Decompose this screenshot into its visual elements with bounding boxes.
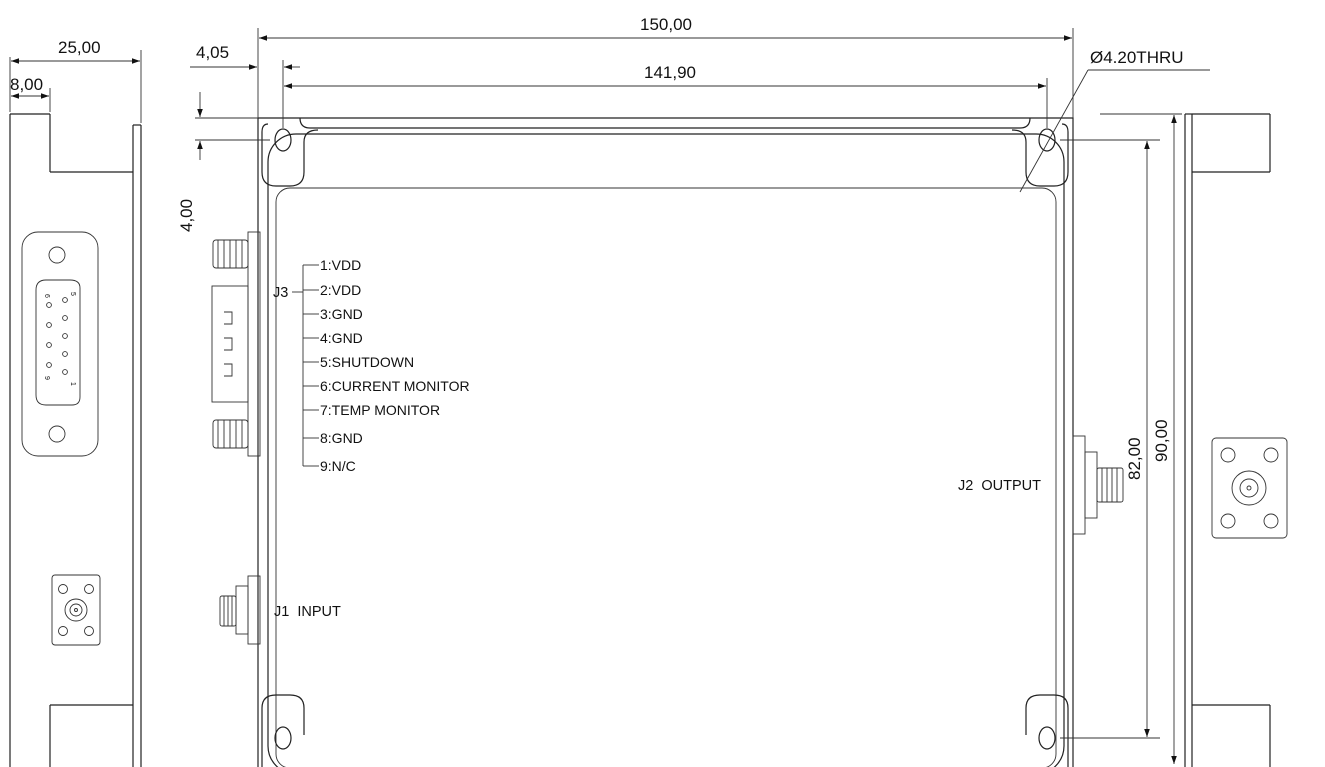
j2-output-label: J2 OUTPUT bbox=[958, 478, 1041, 494]
dsub-connector-side bbox=[211, 231, 261, 457]
j2-sma-connector bbox=[1072, 435, 1124, 535]
j1-sma-connector bbox=[219, 575, 261, 645]
dim-overall-height: 90,00 bbox=[1152, 419, 1171, 462]
lid-outline bbox=[267, 133, 1065, 767]
bottom-ear-left bbox=[261, 694, 305, 767]
main-housing-view bbox=[211, 117, 1124, 767]
dsub-pin-mark-9: 9 bbox=[43, 376, 50, 380]
j3-pin-4: 4:GND bbox=[320, 330, 363, 346]
j3-pinout: J3 1:VDD 2:VDD 3:GND 4:GND 5:SHUTDOWN 6:… bbox=[273, 257, 470, 474]
j3-pin-5: 5:SHUTDOWN bbox=[320, 354, 414, 370]
housing-outline bbox=[257, 117, 1074, 767]
lid-inner-outline bbox=[275, 187, 1057, 767]
dim-hole-spec: Ø4.20THRU bbox=[1090, 48, 1184, 67]
sma-flange-right bbox=[1211, 437, 1288, 539]
dsub-pin-mark-1: 1 bbox=[69, 382, 76, 386]
flange-outline bbox=[261, 117, 1069, 187]
dim-hole-offset-x: 4,05 bbox=[196, 43, 229, 62]
dimension-labels: 150,00 141,90 4,05 4,00 Ø4.20THRU 82,00 … bbox=[10, 15, 1184, 480]
dsub-pin-mark-5: 5 bbox=[69, 292, 76, 296]
j3-pin-6: 6:CURRENT MONITOR bbox=[320, 378, 470, 394]
dim-side-flange: 8,00 bbox=[10, 75, 43, 94]
bottom-ear-right bbox=[1025, 694, 1069, 767]
right-side-view bbox=[1184, 113, 1288, 767]
dsub-pin-mark-6: 6 bbox=[43, 294, 50, 298]
dimension-lines bbox=[9, 28, 1210, 764]
left-side-view: 6 5 9 1 bbox=[9, 113, 142, 767]
mounting-hole-top-left bbox=[274, 128, 292, 152]
dim-hole-offset-y: 4,00 bbox=[177, 199, 196, 232]
sma-flange-left bbox=[51, 574, 101, 646]
dim-hole-spacing-x: 141,90 bbox=[644, 63, 696, 82]
j3-pin-3: 3:GND bbox=[320, 306, 363, 322]
j3-pin-7: 7:TEMP MONITOR bbox=[320, 402, 440, 418]
j3-pin-1: 1:VDD bbox=[320, 257, 361, 273]
mounting-hole-top-right bbox=[1038, 128, 1056, 152]
dim-side-depth: 25,00 bbox=[58, 38, 101, 57]
j3-pin-2: 2:VDD bbox=[320, 282, 361, 298]
j3-pin-9: 9:N/C bbox=[320, 458, 356, 474]
mounting-hole-bottom-right bbox=[1038, 726, 1056, 750]
dim-hole-spacing-y: 82,00 bbox=[1125, 437, 1144, 480]
j1-input-label: J1 INPUT bbox=[274, 604, 341, 620]
j3-label: J3 bbox=[273, 285, 288, 301]
mounting-hole-bottom-left bbox=[274, 726, 292, 750]
dsub-connector-front: 6 5 9 1 bbox=[21, 231, 99, 457]
dsub-pins bbox=[46, 297, 68, 375]
dim-overall-width: 150,00 bbox=[640, 15, 692, 34]
j3-pin-8: 8:GND bbox=[320, 430, 363, 446]
